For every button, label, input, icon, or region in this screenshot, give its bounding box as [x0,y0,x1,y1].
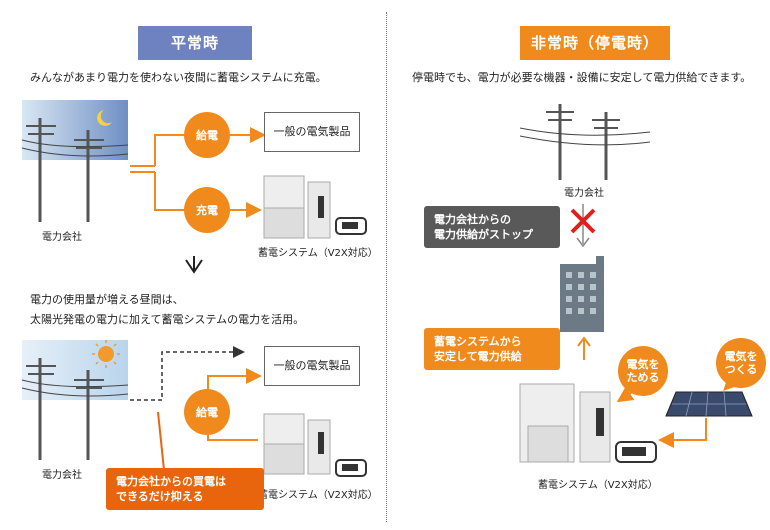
general-appliance-box: 一般の電気製品 [264,112,360,152]
center-divider [386,12,387,522]
night-charge-description: みんながあまり電力を使わない夜間に蓄電システムに充電。 [30,71,327,84]
emergency-description: 停電時でも、電力が必要な機器・設備に安定して電力供給できます。 [412,71,752,84]
moon-icon [97,110,112,126]
stop-line-1: 電力会社からの [434,213,511,226]
night-flow-lines [130,127,266,218]
sun-icon [98,346,114,362]
supply-up-arrow [577,336,591,360]
stop-cross-icon [570,208,596,234]
stable-supply-callout: 蓄電システムから 安定して電力供給 [424,328,560,370]
power-company-label: 電力会社 [42,232,82,243]
supply-circle-day: 給電 [184,389,230,435]
building-icon [560,256,604,332]
make-line-1: 電気を [724,350,758,363]
stop-line-2: 電力供給がストップ [434,228,533,241]
reduced-purchase-arrow [130,346,245,401]
power-company-label-day: 電力会社 [42,470,82,481]
storage-unit-night [263,175,367,239]
supply-circle: 給電 [184,112,230,158]
store-line-1: 電気を [626,358,660,371]
supply-line-1: 蓄電システムから [434,335,522,348]
make-electricity-circle: 電気をつくる [716,338,766,388]
storage-unit-emergency [519,383,657,463]
store-line-2: ためる [626,371,660,384]
daytime-description-1: 電力の使用量が増える昼間は、 [30,293,184,306]
daytime-description-2: 太陽光発電の電力に加えて蓄電システムの電力を活用。 [30,313,305,326]
power-company-label-right: 電力会社 [564,188,604,199]
utility-poles-right [558,104,608,180]
storage-system-label: 蓄電システム（V2X対応） [258,248,378,259]
storage-system-label-day: 蓄電システム（V2X対応） [258,490,378,501]
normal-time-header: 平常時 [138,26,252,60]
reduce-purchase-callout: 電力会社からの買電は できるだけ抑える [106,468,264,510]
utility-poles-night [38,118,90,222]
callout-line-1: 電力会社からの買電は [116,475,226,488]
store-electricity-circle: 電気をためる [618,346,668,396]
supply-line-2: 安定して電力供給 [434,350,522,363]
emergency-header: 非常時（停電時） [520,26,670,60]
supply-stopped-callout: 電力会社からの 電力供給がストップ [424,206,560,248]
solar-panel-icon [665,391,753,417]
storage-system-label-right: 蓄電システム（V2X対応） [538,480,658,491]
charge-circle: 充電 [184,187,230,233]
general-appliance-box-day: 一般の電気製品 [264,346,360,386]
callout-line-2: できるだけ抑える [116,490,204,503]
storage-unit-day [263,413,367,477]
make-line-2: つくる [724,363,758,376]
